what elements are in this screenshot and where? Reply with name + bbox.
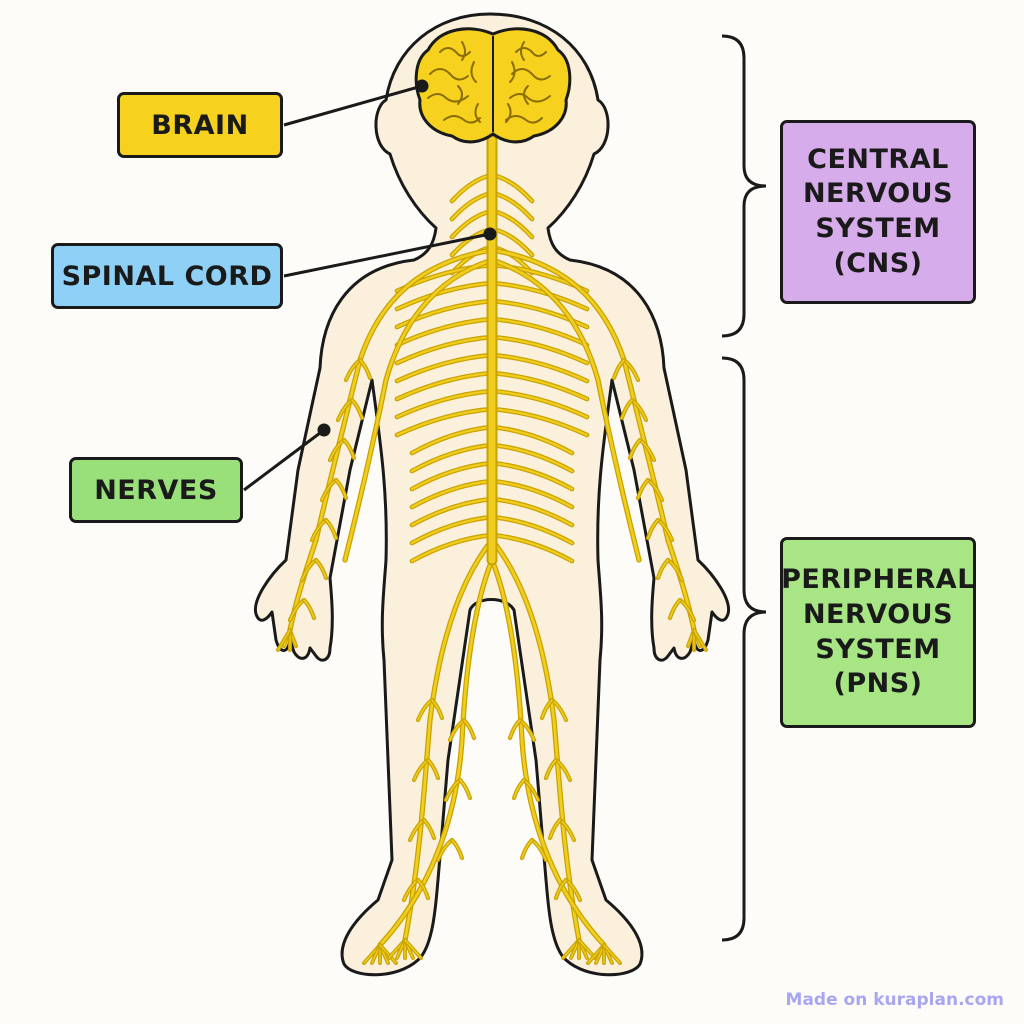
spinal-cord-label-text: SPINAL CORD: [61, 260, 273, 292]
trunk-nerve-branch: [410, 425, 494, 455]
nerve-twig: [427, 759, 439, 779]
trunk-nerve-branch: [395, 299, 494, 329]
trunk-nerve-branch: [410, 533, 494, 563]
finger-nerve: [693, 629, 707, 651]
nerve-twig: [621, 399, 633, 419]
nerve-twig: [647, 519, 659, 539]
brain-leader-dot: [415, 79, 429, 93]
limb-nerve: [403, 538, 494, 942]
trunk-nerve-branch: [490, 497, 574, 527]
nerves-leader-dot: [317, 423, 331, 437]
trunk-nerve-branch: [395, 281, 494, 311]
pns-label: PERIPHERAL NERVOUS SYSTEM (PNS): [780, 537, 976, 728]
limb-nerve: [490, 538, 581, 942]
trunk-nerve-branch: [490, 299, 589, 329]
pns-label-line-2: NERVOUS: [802, 598, 954, 630]
brain-leader-line: [283, 84, 423, 127]
nerves-leader-line: [243, 428, 325, 492]
nerve-network: [276, 172, 708, 965]
brain: [414, 27, 572, 144]
cns-label-line-3: SYSTEM: [815, 213, 941, 244]
trunk-nerve-branch: [395, 353, 494, 383]
nerve-twig: [613, 359, 625, 379]
trunk-nerve-branch: [395, 407, 494, 437]
nerve-twig: [335, 479, 347, 499]
trunk-nerve-branch: [395, 389, 494, 419]
pns-label-line-4: (PNS): [833, 668, 923, 700]
pns-label-line-1: PERIPHERAL: [781, 564, 975, 596]
nerve-twig: [637, 479, 649, 499]
trunk-nerve-branch: [490, 281, 589, 311]
trunk-nerve-branch: [395, 335, 494, 365]
trunk-nerve-branch: [395, 317, 494, 347]
cns-label-line-2: NERVOUS: [802, 178, 954, 210]
trunk-nerve-branch: [410, 515, 494, 545]
cns-bracket: [721, 34, 767, 338]
trunk-nerve-branch: [490, 479, 574, 509]
trunk-nerve-branch: [410, 497, 494, 527]
pns-bracket: [721, 356, 767, 942]
toe-nerve: [404, 939, 422, 959]
nerve-twig: [541, 699, 553, 719]
trunk-nerve-branch: [490, 425, 574, 455]
nerve-twig: [431, 699, 443, 719]
pns-label-line-3: SYSTEM: [815, 633, 941, 665]
spinal-cord-leader-dot: [483, 227, 497, 241]
nerves-label: NERVES: [69, 457, 243, 523]
cns-label: CENTRAL NERVOUS SYSTEM (CNS): [780, 120, 976, 304]
brain-label: BRAIN: [117, 92, 283, 158]
spinal-cord-leader-line: [283, 232, 491, 278]
limb-nerve: [490, 258, 641, 562]
nerve-twig: [451, 839, 463, 859]
trunk-nerve-branch: [490, 371, 589, 401]
nerve-twig: [463, 719, 475, 739]
finger-nerve: [277, 629, 291, 651]
trunk-nerve-branch: [490, 335, 589, 365]
trunk-nerve-branch: [490, 407, 589, 437]
trunk-nerve-branch: [410, 461, 494, 491]
nerve-twig: [359, 359, 371, 379]
trunk-nerve-branch: [410, 443, 494, 473]
nerve-twig: [351, 399, 363, 419]
nerve-twig: [521, 839, 533, 859]
spinal-cord-label: SPINAL CORD: [51, 243, 283, 309]
nerve-twig: [549, 819, 561, 839]
trunk-nerve-branch: [490, 515, 574, 545]
nerve-twig: [343, 439, 355, 459]
trunk-nerve-branch: [490, 317, 589, 347]
nerve-twig: [555, 879, 567, 899]
nerve-twig: [629, 439, 641, 459]
toe-nerve: [603, 944, 621, 964]
nerve-twig: [459, 779, 471, 799]
nerve-twig: [417, 879, 429, 899]
nerve-twig: [545, 759, 557, 779]
trunk-nerve-branch: [490, 461, 574, 491]
nerve-twig: [325, 519, 337, 539]
nerves-label-text: NERVES: [94, 474, 218, 506]
trunk-nerve-branch: [490, 389, 589, 419]
nerve-twig: [513, 779, 525, 799]
toe-nerve: [379, 944, 397, 964]
cns-label-line-1: CENTRAL: [807, 143, 949, 175]
cns-label-line-4: (CNS): [833, 247, 923, 279]
trunk-nerve-branch: [395, 371, 494, 401]
nerve-twig: [657, 559, 669, 579]
trunk-nerve-branch: [490, 533, 574, 563]
trunk-nerve-branch: [410, 479, 494, 509]
nerve-twig: [315, 559, 327, 579]
nerve-twig: [423, 819, 435, 839]
watermark: Made on kuraplan.com: [785, 990, 1004, 1010]
toe-nerve: [578, 939, 596, 959]
trunk-nerve-branch: [490, 443, 574, 473]
nerve-twig: [669, 599, 681, 619]
brain-label-text: BRAIN: [151, 109, 249, 141]
nerve-twig: [509, 719, 521, 739]
nerve-twig: [303, 599, 315, 619]
trunk-nerve-branch: [490, 353, 589, 383]
limb-nerve: [343, 258, 494, 562]
